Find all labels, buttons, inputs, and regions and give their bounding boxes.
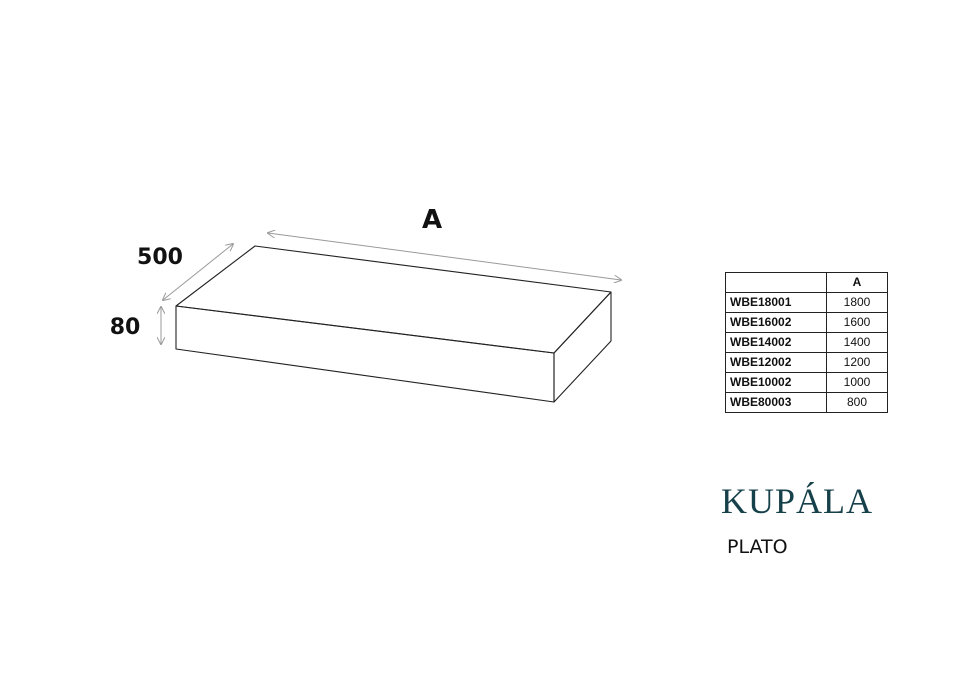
table-row: WBE18001 1800	[725, 292, 888, 313]
shelf-front-face	[175, 305, 555, 403]
dimension-lines	[161, 233, 621, 344]
table-row: WBE16002 1600	[725, 312, 888, 333]
table-cell-a: 800	[826, 392, 888, 413]
length-label: A	[422, 205, 442, 235]
table-cell-code: WBE10002	[725, 372, 827, 393]
table-cell-a: 1400	[826, 332, 888, 353]
shelf-top-face	[175, 245, 612, 354]
table-cell-a: 1800	[826, 292, 888, 313]
table-header-row: A	[725, 272, 888, 293]
table-header-a: A	[826, 272, 888, 293]
height-label: 80	[110, 315, 141, 340]
size-table: A WBE18001 1800 WBE16002 1600 WBE14002 1…	[725, 272, 888, 413]
table-cell-code: WBE18001	[725, 292, 827, 313]
table-header-code	[725, 272, 827, 293]
brand-logo: KUPÁLA	[721, 481, 874, 521]
table-cell-a: 1200	[826, 352, 888, 373]
table-cell-a: 1000	[826, 372, 888, 393]
table-cell-code: WBE14002	[725, 332, 827, 353]
shelf-outline	[175, 245, 612, 403]
table-row: WBE14002 1400	[725, 332, 888, 353]
table-cell-code: WBE12002	[725, 352, 827, 373]
table-row: WBE10002 1000	[725, 372, 888, 393]
table-cell-a: 1600	[826, 312, 888, 333]
table-row: WBE80003 800	[725, 392, 888, 413]
depth-label: 500	[137, 245, 183, 270]
depth-dimension-line	[163, 244, 233, 300]
length-dimension-line	[268, 233, 621, 280]
table-row: WBE12002 1200	[725, 352, 888, 373]
shelf-right-face	[553, 291, 612, 403]
table-cell-code: WBE80003	[725, 392, 827, 413]
product-name: PLATO	[727, 536, 788, 558]
table-cell-code: WBE16002	[725, 312, 827, 333]
